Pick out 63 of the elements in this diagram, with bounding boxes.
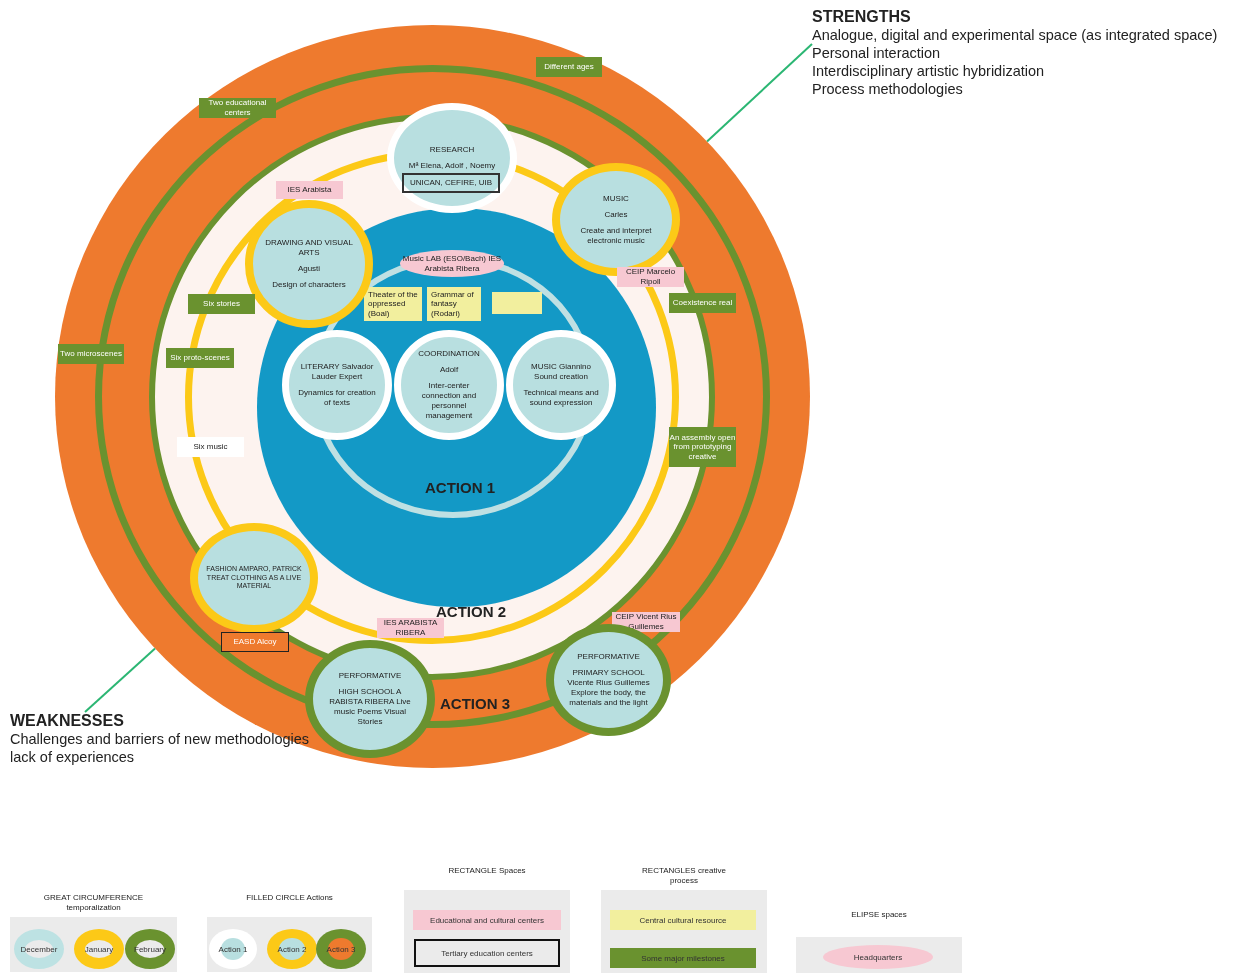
legend-heading: FILLED CIRCLE Actions — [245, 893, 334, 904]
resource-tag: Grammar of fantasy (Rodari) — [427, 287, 481, 321]
body-text: Personal interaction — [812, 44, 942, 63]
topic-title: PERFORMATIVE — [577, 652, 640, 662]
topic-title: MUSIC Giannino Sound creation — [530, 362, 592, 382]
leader-line — [84, 647, 157, 713]
topic-title: COORDINATION — [418, 349, 480, 359]
action-title: ACTION 1 — [424, 479, 496, 496]
milestone-tag: An assembly open from prototyping creative — [669, 427, 736, 467]
legend-text: January — [84, 944, 114, 954]
legend-text: Headquarters — [853, 952, 903, 962]
topic-circle — [190, 523, 318, 633]
legend-text: Tertiary education centers — [441, 948, 533, 958]
topic-text: Dynamics for creation of texts — [297, 388, 377, 408]
resource-tag — [492, 292, 542, 314]
center-tag: IES ARABISTA RIBERA — [377, 618, 444, 638]
topic-title: PERFORMATIVE — [338, 671, 402, 681]
topic-text: Carles — [604, 209, 628, 220]
legend-text: Action 1 — [218, 944, 248, 954]
tertiary-center-tag: EASD Alcoy — [221, 632, 289, 652]
topic-text: Mª Elena, Adolf , Noemy — [408, 161, 496, 171]
legend-text: Central cultural resource — [639, 915, 727, 925]
topic-text: PRIMARY SCHOOL Vicente Rius Guillemes Explore the body, the materials and the light — [566, 668, 651, 708]
topic-text: Create and interpret electronic music — [579, 225, 653, 246]
topic-text: Adolf — [439, 365, 459, 375]
body-text: Analogue, digital and experimental space (as integrated space) — [812, 26, 1219, 45]
legend-text: December — [20, 944, 58, 954]
legend-heading: ELIPSE spaces — [850, 910, 908, 921]
milestone-tag: Six stories — [188, 294, 255, 314]
legend-text: Educational and cultural centers — [430, 915, 544, 925]
resource-tag: Theater of the oppressed (Boal) — [364, 287, 422, 321]
topic-title: LITERARY Salvador Lauder Expert — [299, 362, 375, 382]
heading: STRENGTHS — [812, 8, 912, 26]
topic-text: HIGH SCHOOL A RABISTA RIBERA Live music Poems Visual Stories — [328, 687, 412, 727]
body-text: lack of experiences — [10, 748, 136, 767]
action-title: ACTION 2 — [435, 603, 507, 620]
topic-title: DRAWING AND VISUAL ARTS — [264, 238, 354, 258]
topic-text: Inter-center connection and personnel management — [420, 381, 478, 421]
tertiary-center-tag: UNICAN, CEFIRE, UIB — [402, 173, 500, 193]
topic-text: Design of characters — [272, 280, 346, 290]
legend-heading: RECTANGLE Spaces — [447, 866, 527, 877]
center-tag: CEIP Vicent Rius Guillemes — [612, 612, 680, 632]
topic-text: Technical means and sound expression — [522, 388, 600, 408]
legend-text: Some major milestones — [641, 953, 725, 963]
topic-text: Agusti — [297, 264, 321, 274]
leader-line — [706, 43, 813, 143]
center-tag: IES Arabista — [276, 181, 343, 199]
body-text: Process methodologies — [812, 80, 964, 99]
heading: WEAKNESSES — [10, 712, 125, 730]
milestone-tag: Two microscenes — [58, 344, 124, 364]
milestone-tag: Two educational centers — [199, 98, 276, 118]
milestone-tag: Six music — [177, 437, 244, 457]
topic-title: RESEARCH — [429, 145, 475, 155]
legend-heading: GREAT CIRCUMFERENCE temporalization — [42, 893, 145, 914]
body-text: Interdisciplinary artistic hybridization — [812, 62, 1046, 81]
action-title: ACTION 3 — [439, 695, 511, 712]
topic-title: MUSIC — [603, 193, 629, 204]
milestone-tag: Six proto-scenes — [166, 348, 234, 368]
legend-heading: RECTANGLES creative process — [641, 866, 727, 887]
milestone-tag: Different ages — [536, 57, 602, 77]
milestone-tag: Coexistence real — [669, 293, 736, 313]
headquarters-ellipse: Music LAB (ESO/Bach) IES Arabista Ribera — [400, 250, 504, 277]
center-tag: CEIP Marcelo Ripoll — [617, 267, 684, 287]
